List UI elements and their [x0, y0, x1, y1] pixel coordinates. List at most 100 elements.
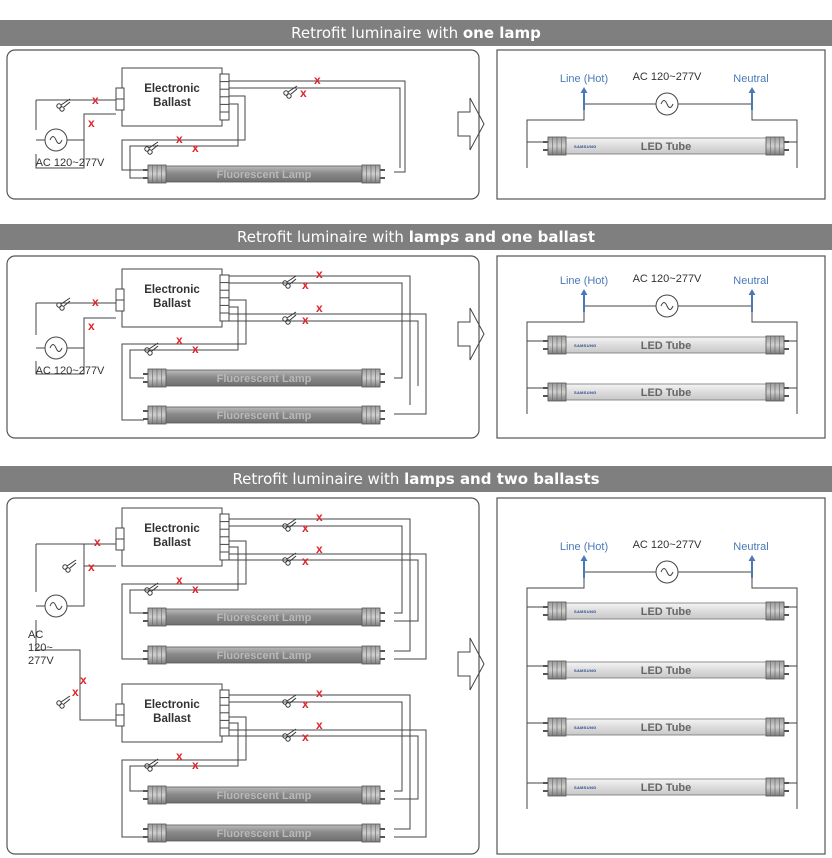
scissors-icon: [144, 141, 159, 155]
ballast-label: Electronic: [144, 284, 200, 296]
scissors-ring: [282, 316, 288, 322]
cut-mark: x: [300, 86, 307, 100]
tube-pin: [543, 387, 548, 389]
tube-pin: [543, 673, 548, 675]
sine-wave: [660, 100, 674, 108]
scissors-ring: [147, 149, 153, 155]
cut-mark: x: [88, 319, 95, 333]
line-hot-terminal-icon: [580, 87, 588, 93]
lamp-lead: [229, 525, 403, 614]
ac-source-label: 277V: [28, 655, 54, 667]
tube-pin: [380, 373, 385, 375]
ac-source-label: 120~: [28, 642, 53, 654]
scissors-blade: [286, 275, 297, 285]
cut-mark: x: [94, 535, 101, 549]
tube-pin: [543, 348, 548, 350]
scissors-ring: [282, 523, 288, 529]
tube-pin: [143, 790, 148, 792]
scissors-ring: [147, 350, 153, 356]
tube-pin: [143, 381, 148, 383]
scissors-icon: [144, 582, 159, 596]
ballast-label: Ballast: [153, 298, 191, 310]
cut-mark: x: [316, 267, 323, 281]
scissors-icon: [282, 728, 297, 742]
tube-pin: [143, 169, 148, 171]
lamp-lead: [229, 275, 411, 405]
scissors-blade: [148, 758, 159, 768]
scissors-ring: [144, 347, 150, 353]
ac-rating-label: AC 120~277V: [633, 71, 702, 83]
scissors-ring: [285, 526, 291, 532]
tube-pin: [380, 658, 385, 660]
tube-pin: [143, 373, 148, 375]
scissors-ring: [144, 763, 150, 769]
cut-mark: x: [92, 295, 99, 309]
scissors-blade: [148, 582, 159, 592]
fluorescent-lamp-label: Fluorescent Lamp: [217, 828, 312, 840]
neutral-terminal-icon: [748, 87, 756, 93]
cut-mark: x: [302, 278, 309, 292]
sine-wave: [49, 344, 63, 352]
tube-pin: [380, 790, 385, 792]
neutral-label: Neutral: [733, 275, 768, 287]
fluorescent-lamp-label: Fluorescent Lamp: [217, 410, 312, 422]
lamp-lead: [121, 540, 247, 660]
tube-pin: [380, 612, 385, 614]
ballast-label: Ballast: [153, 537, 191, 549]
scissors-icon: [56, 98, 71, 112]
scissors-blade: [286, 694, 297, 704]
cut-mark: x: [192, 342, 199, 356]
electronic-ballast: [121, 683, 223, 743]
fluorescent-lamp-label: Fluorescent Lamp: [217, 169, 312, 181]
scissors-ring: [283, 90, 289, 96]
lamp-lead: [129, 546, 239, 614]
neutral-terminal-icon: [748, 289, 756, 295]
scissors-ring: [285, 736, 291, 742]
scissors-icon: [282, 518, 297, 532]
tube-pin: [784, 673, 789, 675]
lamp-lead: [229, 553, 427, 660]
cut-mark: x: [176, 132, 183, 146]
tube-pin: [380, 410, 385, 412]
neutral-label: Neutral: [733, 73, 768, 85]
tube-pin: [143, 798, 148, 800]
tube-pin: [543, 614, 548, 616]
cut-mark: x: [176, 749, 183, 763]
scissors-icon: [282, 552, 297, 566]
led-tube-label: LED Tube: [641, 665, 692, 677]
tube-pin: [784, 340, 789, 342]
line-hot-terminal-icon: [580, 289, 588, 295]
tube-pin: [784, 348, 789, 350]
cut-mark: x: [176, 333, 183, 347]
scissors-blade: [286, 728, 297, 738]
scissors-blade: [66, 559, 77, 569]
lamp-lead: [229, 320, 419, 386]
panel-after-1: [496, 49, 826, 200]
tube-pin: [784, 606, 789, 608]
scissors-icon: [283, 85, 298, 99]
brand-label: SAMSUNG: [574, 725, 597, 730]
scissors-icon: [144, 342, 159, 356]
section-title-one-ballast: Retrofit luminaire with lamps and one ba…: [0, 224, 832, 250]
scissors-ring: [147, 766, 153, 772]
scissors-blade: [60, 98, 71, 108]
scissors-ring: [56, 103, 62, 109]
tube-pin: [380, 381, 385, 383]
sine-wave: [49, 602, 63, 610]
cut-mark: x: [72, 685, 79, 699]
tube-pin: [380, 828, 385, 830]
led-tube-label: LED Tube: [641, 387, 692, 399]
scissors-ring: [286, 93, 292, 99]
scissors-blade: [286, 518, 297, 528]
hot-rail: [526, 578, 585, 809]
convert-arrow-3: [457, 637, 485, 691]
tube-pin: [143, 658, 148, 660]
scissors-icon: [56, 297, 71, 311]
ac-loop: [35, 303, 116, 375]
cut-mark: x: [316, 542, 323, 556]
tube-pin: [143, 828, 148, 830]
scissors-ring: [285, 319, 291, 325]
ac-lead: [36, 565, 116, 607]
cut-mark: x: [316, 301, 323, 315]
sine-wave: [660, 568, 674, 576]
